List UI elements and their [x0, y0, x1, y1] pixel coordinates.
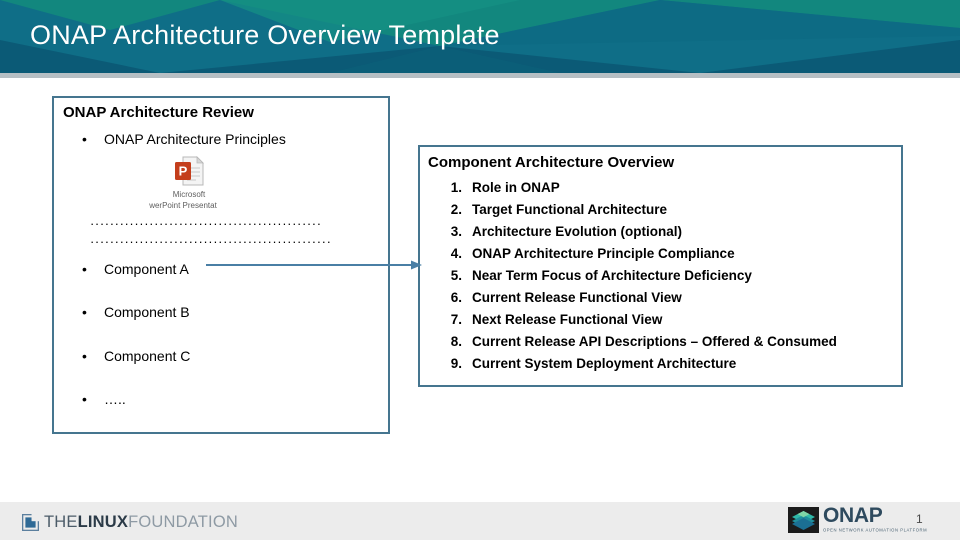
placeholder-dot-row-2: ········································… [90, 234, 332, 249]
bullet-component-more: • ….. [82, 391, 126, 407]
slide-number: 1 [916, 512, 923, 526]
onap-cube-icon [788, 507, 819, 533]
list-item: 8. Current Release API Descriptions – Of… [430, 334, 900, 356]
bullet-label: Component A [104, 261, 189, 277]
bullet-architecture-principles: • ONAP Architecture Principles [82, 131, 286, 147]
bullet-component-b: • Component B [82, 304, 190, 320]
list-item-label: Current Release Functional View [472, 290, 682, 305]
embedded-object-caption-line-2: werPoint Presentat [149, 201, 217, 210]
list-item-label: Near Term Focus of Architecture Deficien… [472, 268, 752, 283]
powerpoint-icon-glyph: P [175, 156, 204, 186]
list-item-number: 8. [450, 334, 462, 349]
lf-word-the: THE [44, 512, 78, 531]
bullet-component-c: • Component C [82, 348, 190, 364]
list-item: 5. Near Term Focus of Architecture Defic… [430, 268, 900, 290]
linux-foundation-wordmark: THELINUXFOUNDATION [44, 512, 238, 531]
list-item-label: Architecture Evolution (optional) [472, 224, 683, 239]
onap-logo: ONAP OPEN NETWORK AUTOMATION PLATFORM [788, 504, 928, 535]
list-item-number: 4. [450, 246, 462, 261]
list-item-label: Role in ONAP [472, 180, 560, 195]
bullet-marker: • [82, 261, 87, 277]
footer-divider [0, 499, 960, 502]
list-item: 6. Current Release Functional View [430, 290, 900, 312]
header-chevron-pattern [0, 0, 960, 73]
list-item-number: 1. [450, 180, 462, 195]
powerpoint-icon[interactable]: P [173, 155, 205, 187]
list-item-label: Target Functional Architecture [472, 202, 668, 217]
bullet-label: ONAP Architecture Principles [104, 131, 286, 147]
bullet-marker: • [82, 304, 87, 320]
onap-wordmark: ONAP [823, 504, 883, 527]
bullet-label: ….. [104, 391, 126, 407]
embedded-object-caption-line-1: Microsoft [172, 190, 206, 199]
list-item: 4. ONAP Architecture Principle Complianc… [430, 246, 900, 268]
placeholder-dot-row-1: ········································… [90, 216, 322, 231]
list-item-label: Current Release API Descriptions – Offer… [472, 334, 837, 349]
list-item: 3. Architecture Evolution (optional) [430, 224, 900, 246]
right-panel-title: Component Architecture Overview [428, 154, 675, 171]
lf-word-foundation: FOUNDATION [128, 512, 238, 531]
list-item-label: Current System Deployment Architecture [472, 356, 737, 371]
list-item: 7. Next Release Functional View [430, 312, 900, 334]
linux-foundation-logo: THELINUXFOUNDATION [22, 512, 238, 532]
page-title: ONAP Architecture Overview Template [30, 20, 500, 50]
right-content-box: Component Architecture Overview 1. Role … [418, 145, 903, 387]
list-item-label: ONAP Architecture Principle Compliance [472, 246, 735, 261]
onap-text-lockup: ONAP OPEN NETWORK AUTOMATION PLATFORM [823, 504, 928, 533]
list-item-number: 2. [450, 202, 462, 217]
svg-text:P: P [179, 164, 188, 179]
bullet-marker: • [82, 131, 87, 147]
header-underbar [0, 73, 960, 78]
list-item-number: 7. [450, 312, 462, 327]
list-item-label: Next Release Functional View [472, 312, 663, 327]
list-item-number: 6. [450, 290, 462, 305]
header-banner: ONAP Architecture Overview Template [0, 0, 960, 73]
onap-tagline: OPEN NETWORK AUTOMATION PLATFORM [823, 527, 928, 533]
bullet-marker: • [82, 391, 87, 407]
embedded-powerpoint-object[interactable]: P Microsoft werPoint Presentat [132, 155, 246, 211]
bullet-label: Component B [104, 304, 190, 320]
bullet-component-a: • Component A [82, 261, 189, 277]
list-item: 2. Target Functional Architecture [430, 202, 900, 224]
connector-arrow [206, 260, 422, 270]
list-item-number: 9. [450, 356, 462, 371]
bullet-marker: • [82, 348, 87, 364]
list-item: 1. Role in ONAP [430, 180, 900, 202]
left-panel-title: ONAP Architecture Review [63, 104, 254, 121]
linux-foundation-mark-icon [22, 513, 39, 531]
list-item: 9. Current System Deployment Architectur… [430, 356, 900, 378]
list-item-number: 5. [450, 268, 462, 283]
lf-word-linux: LINUX [77, 512, 129, 531]
bullet-label: Component C [104, 348, 191, 364]
component-overview-list: 1. Role in ONAP 2. Target Functional Arc… [430, 180, 900, 378]
list-item-number: 3. [450, 224, 462, 239]
